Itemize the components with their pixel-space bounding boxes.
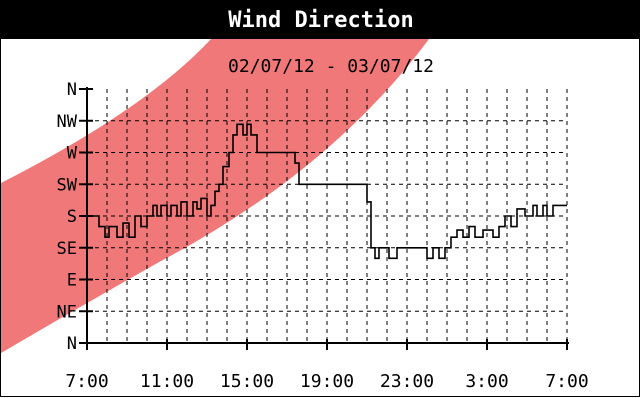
y-tick-label: N	[67, 334, 77, 354]
y-tick-label: NE	[57, 302, 77, 322]
x-tick-label: 11:00	[140, 371, 194, 392]
y-tick-label: SE	[57, 239, 77, 259]
y-tick-label: NW	[57, 112, 78, 132]
y-tick-label: W	[67, 144, 78, 164]
chart-subtitle: 02/07/12 - 03/07/12	[228, 56, 434, 77]
x-tick-label: 3:00	[465, 371, 508, 392]
x-tick-label: 15:00	[220, 371, 274, 392]
y-tick-label: S	[67, 207, 77, 227]
x-tick-label: 19:00	[300, 371, 354, 392]
chart-title: Wind Direction	[1, 1, 640, 39]
y-tick-label: E	[67, 271, 77, 291]
x-tick-label: 7:00	[65, 371, 108, 392]
wind-direction-series-line	[87, 123, 567, 260]
x-tick-label: 23:00	[380, 371, 434, 392]
x-tick-label: 7:00	[545, 371, 588, 392]
y-tick-label: N	[67, 80, 77, 100]
y-tick-label: SW	[57, 175, 78, 195]
